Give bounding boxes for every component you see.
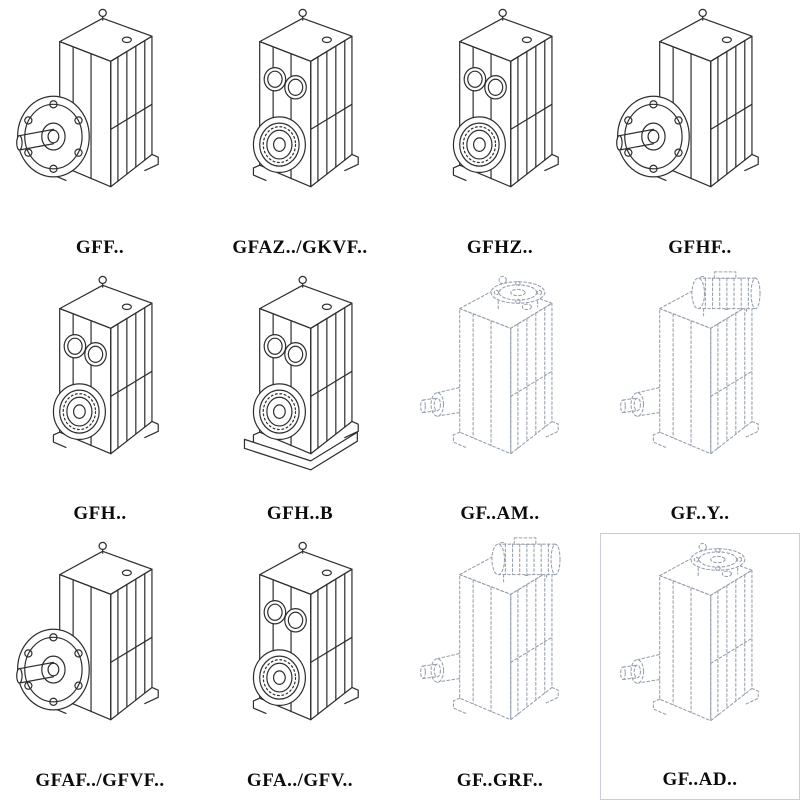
illustration-gb-flange — [609, 4, 791, 210]
illustration-gb-bores — [409, 4, 591, 210]
gearbox-symbol-use — [253, 543, 358, 720]
gearbox-model-label: GF..AM.. — [460, 503, 540, 525]
gearbox-cell: GF..AM.. — [400, 267, 600, 534]
gearbox-symbol-use — [621, 544, 759, 721]
gearbox-symbol-use — [53, 276, 158, 453]
illustration-gb-flange — [9, 537, 191, 743]
gearbox-symbol-use — [421, 538, 560, 720]
gearbox-cell: GFAZ../GKVF.. — [200, 0, 400, 267]
gearbox-model-label: GFF.. — [75, 236, 125, 258]
gearbox-model-label: GFHF.. — [668, 236, 732, 258]
gearbox-symbol-use — [244, 276, 358, 469]
gearbox-cell: GF..GRF.. — [400, 533, 600, 800]
gearbox-cell: GFHF.. — [600, 0, 800, 267]
gearbox-cell: GFAF../GFVF.. — [0, 533, 200, 800]
gearbox-symbol-use — [17, 9, 159, 186]
gearbox-cell: GFH..B — [200, 267, 400, 534]
illustration-gb-motor — [409, 537, 591, 743]
gearbox-cell: GFF.. — [0, 0, 200, 267]
illustration-gb-flangetop — [609, 538, 791, 744]
gearbox-symbol-use — [617, 9, 759, 186]
gearbox-model-label: GF..AD.. — [662, 768, 738, 790]
illustration-gb-flangetop — [409, 271, 591, 477]
gearbox-model-label: GFAF../GFVF.. — [35, 769, 165, 791]
gearbox-model-label: GFH..B — [266, 503, 334, 525]
illustration-gb-bores — [209, 4, 391, 210]
gearbox-model-label: GF..GRF.. — [456, 769, 544, 791]
gearbox-symbol-use — [253, 9, 358, 186]
gearbox-cell: GFH.. — [0, 267, 200, 534]
gearbox-model-label: GFH.. — [73, 503, 127, 525]
gearbox-symbol-use — [621, 272, 760, 454]
gearbox-symbol-use — [421, 276, 559, 453]
gearbox-model-label: GFAZ../GKVF.. — [232, 236, 368, 258]
illustration-gb-base — [209, 271, 391, 477]
gearbox-model-label: GF..Y.. — [670, 503, 730, 525]
gearbox-symbol-use — [453, 9, 558, 186]
gearbox-symbol-use — [17, 543, 159, 720]
gearbox-cell: GF..AD.. — [600, 533, 800, 800]
illustration-gb-bores — [209, 537, 391, 743]
gearbox-model-label: GFHZ.. — [466, 236, 534, 258]
illustration-gb-bores — [9, 271, 191, 477]
illustration-gb-motor — [609, 271, 791, 477]
gearbox-model-label: GFA../GFV.. — [246, 769, 354, 791]
illustration-gb-flange — [9, 4, 191, 210]
gearbox-cell: GFHZ.. — [400, 0, 600, 267]
gearbox-cell: GFA../GFV.. — [200, 533, 400, 800]
gearbox-cell: GF..Y.. — [600, 267, 800, 534]
